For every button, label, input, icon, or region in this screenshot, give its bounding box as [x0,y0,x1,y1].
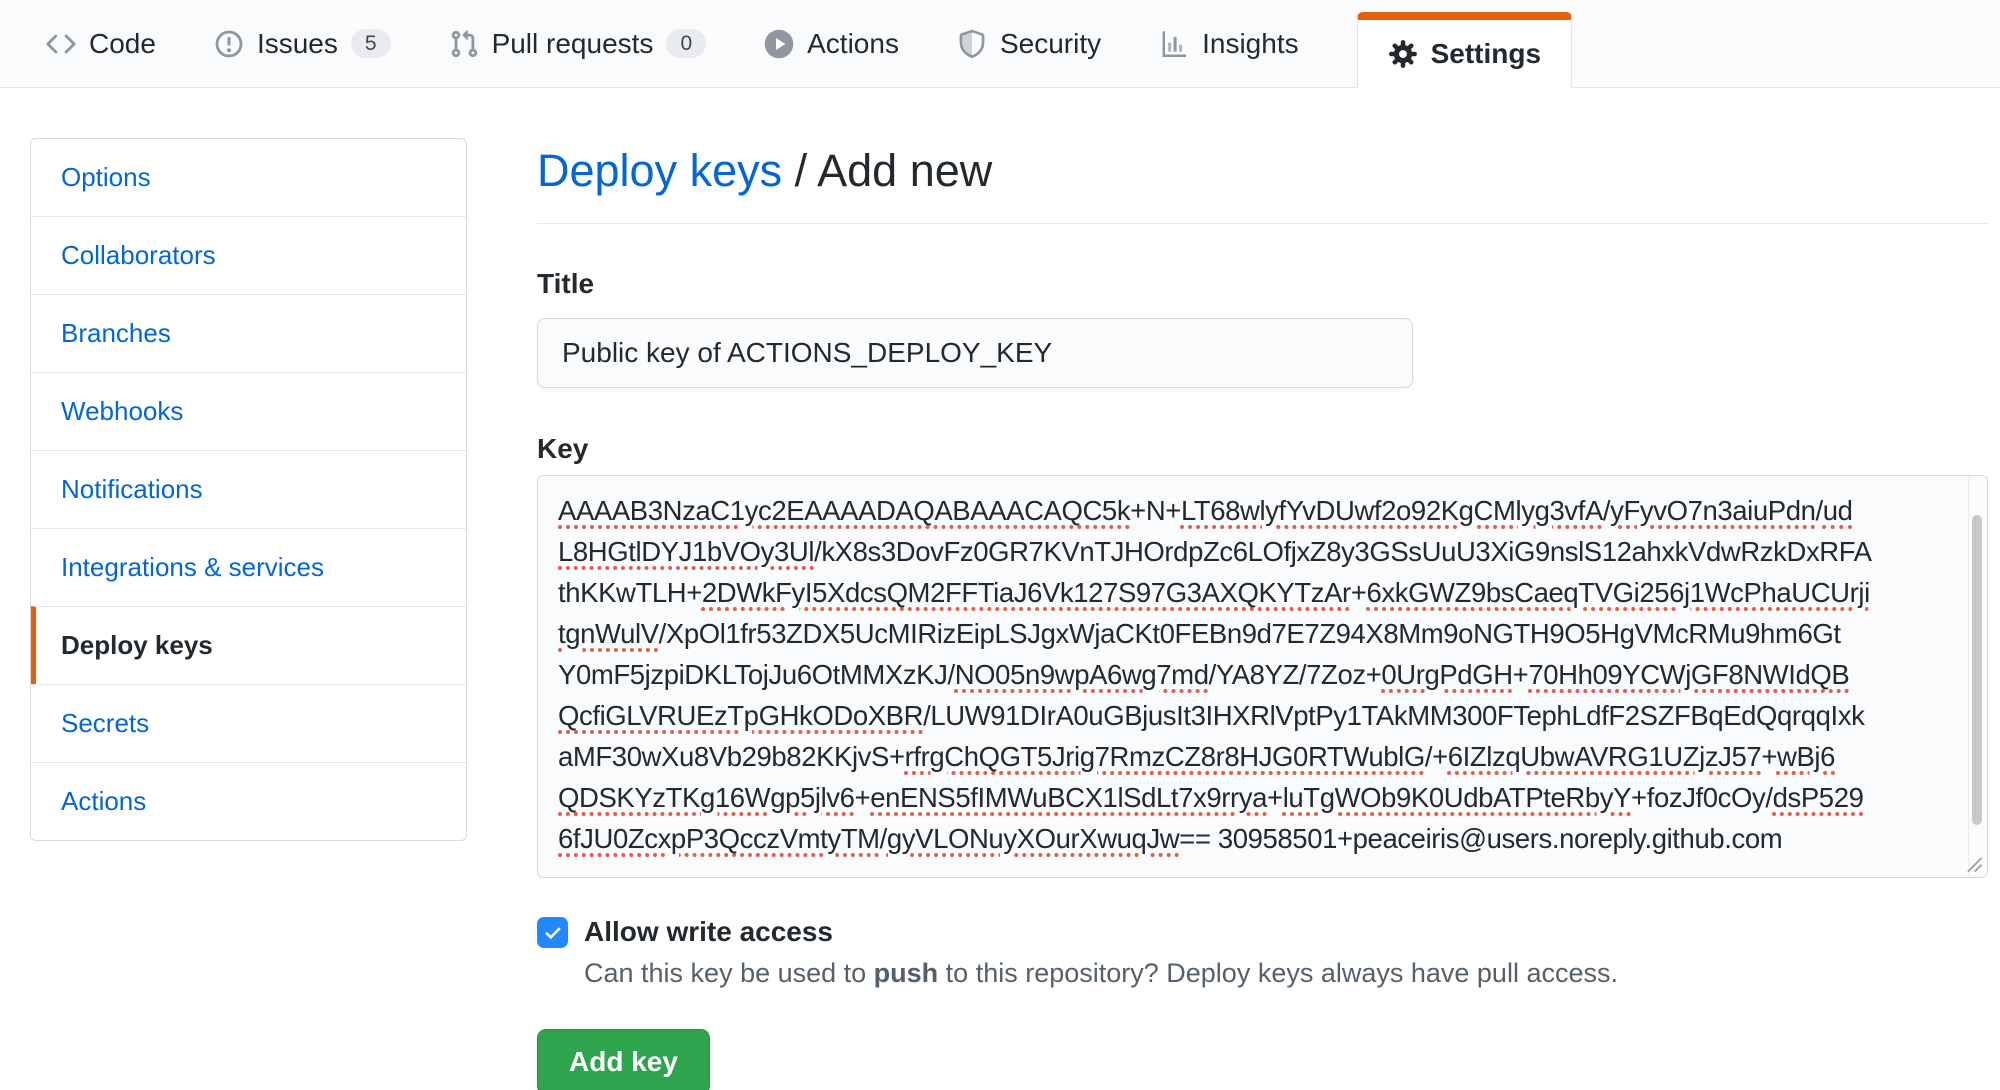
sidebar-item-deploy-keys[interactable]: Deploy keys [31,606,466,684]
sidebar-item-webhooks[interactable]: Webhooks [31,372,466,450]
title-label: Title [537,268,595,299]
tab-security[interactable]: Security [957,0,1101,87]
sidebar-item-branches[interactable]: Branches [31,294,466,372]
breadcrumb-current: Add new [817,145,993,196]
key-line: thKKwTLH+2DWkFyI5XdcsQM2FFTiaJ6Vk127S97G… [558,577,1870,608]
sidebar-item-notifications[interactable]: Notifications [31,450,466,528]
key-line: 6fJU0ZcxpP3QcczVmtyTM/gyVLONuyXOurXwuqJw… [558,823,1783,854]
tab-count-badge: 0 [666,29,707,58]
key-line: QcfiGLVRUEzTpGHkODoXBR/LUW91DIrA0uGBjusI… [558,700,1865,731]
tab-label: Insights [1202,27,1299,59]
tab-issues[interactable]: Issues 5 [214,0,391,87]
key-line: L8HGtlDYJ1bVOy3Ul/kX8s3DovFz0GR7KVnTJHOr… [558,536,1872,567]
breadcrumb-parent-link[interactable]: Deploy keys [537,145,783,196]
main-content: Deploy keys / Add new Title Key AAAAB3Nz… [537,142,1988,1090]
write-access-row: Allow write access [537,916,1988,948]
check-icon [544,927,561,940]
breadcrumb-separator: / [782,145,818,196]
title-input[interactable] [537,318,1413,388]
sidebar-item-integrations-services[interactable]: Integrations & services [31,528,466,606]
textarea-scrollbar[interactable] [1968,477,1986,876]
graph-icon [1159,29,1189,59]
key-line: AAAAB3NzaC1yc2EAAAADAQABAAACAQC5k+N+LT68… [558,495,1853,526]
tab-label: Security [999,27,1102,59]
tab-label: Settings [1430,38,1542,69]
tab-code[interactable]: Code [46,0,156,87]
write-access-note: Can this key be used to push to this rep… [584,958,1618,988]
allow-write-access-label: Allow write access [584,916,834,947]
tab-label: Pull requests [491,27,654,59]
tab-settings[interactable]: Settings [1356,12,1573,88]
tab-pull-requests[interactable]: Pull requests 0 [449,0,707,87]
shield-icon [957,29,987,59]
gear-icon [1388,39,1418,69]
tab-label: Issues [256,27,338,59]
sidebar-item-secrets[interactable]: Secrets [31,684,466,762]
sidebar-item-actions[interactable]: Actions [31,762,466,840]
key-line: aMF30wXu8Vb29b82KKjvS+rfrgChQGT5Jrig7Rmz… [558,741,1835,772]
key-line: QDSKYzTKg16Wgp5jlv6+enENS5fIMWuBCX1lSdLt… [558,782,1864,813]
add-key-button[interactable]: Add key [537,1029,710,1090]
key-text: AAAAB3NzaC1yc2EAAAADAQABAAACAQC5k+N+LT68… [538,476,1987,873]
key-label: Key [537,433,589,464]
allow-write-access-checkbox[interactable] [537,916,568,948]
sidebar-item-options[interactable]: Options [61,162,151,192]
tab-insights[interactable]: Insights [1159,0,1299,87]
tab-actions[interactable]: Actions [764,0,899,87]
key-line: Y0mF5jzpiDKLTojJu6OtMMXzKJ/NO05n9wpA6wg7… [558,659,1850,690]
tab-label: Code [89,27,156,59]
resize-grip-icon[interactable] [1961,851,1983,873]
key-line: tgnWulV/XpOl1fr53ZDX5UcMIRizEipLSJgxWjaC… [558,618,1841,649]
pull-request-icon [449,29,479,59]
play-icon [764,29,794,59]
code-icon [46,29,76,59]
issue-icon [214,29,244,59]
sidebar-item-collaborators[interactable]: Collaborators [31,216,466,294]
key-textarea[interactable]: AAAAB3NzaC1yc2EAAAADAQABAAACAQC5k+N+LT68… [537,475,1988,878]
tab-label: Actions [807,27,899,59]
scrollbar-thumb[interactable] [1972,515,1982,825]
repo-nav: Code Issues 5 Pull requests 0 Actions Security… [0,0,2000,88]
tab-count-badge: 5 [350,29,391,58]
page-title: Deploy keys / Add new [537,142,1988,224]
